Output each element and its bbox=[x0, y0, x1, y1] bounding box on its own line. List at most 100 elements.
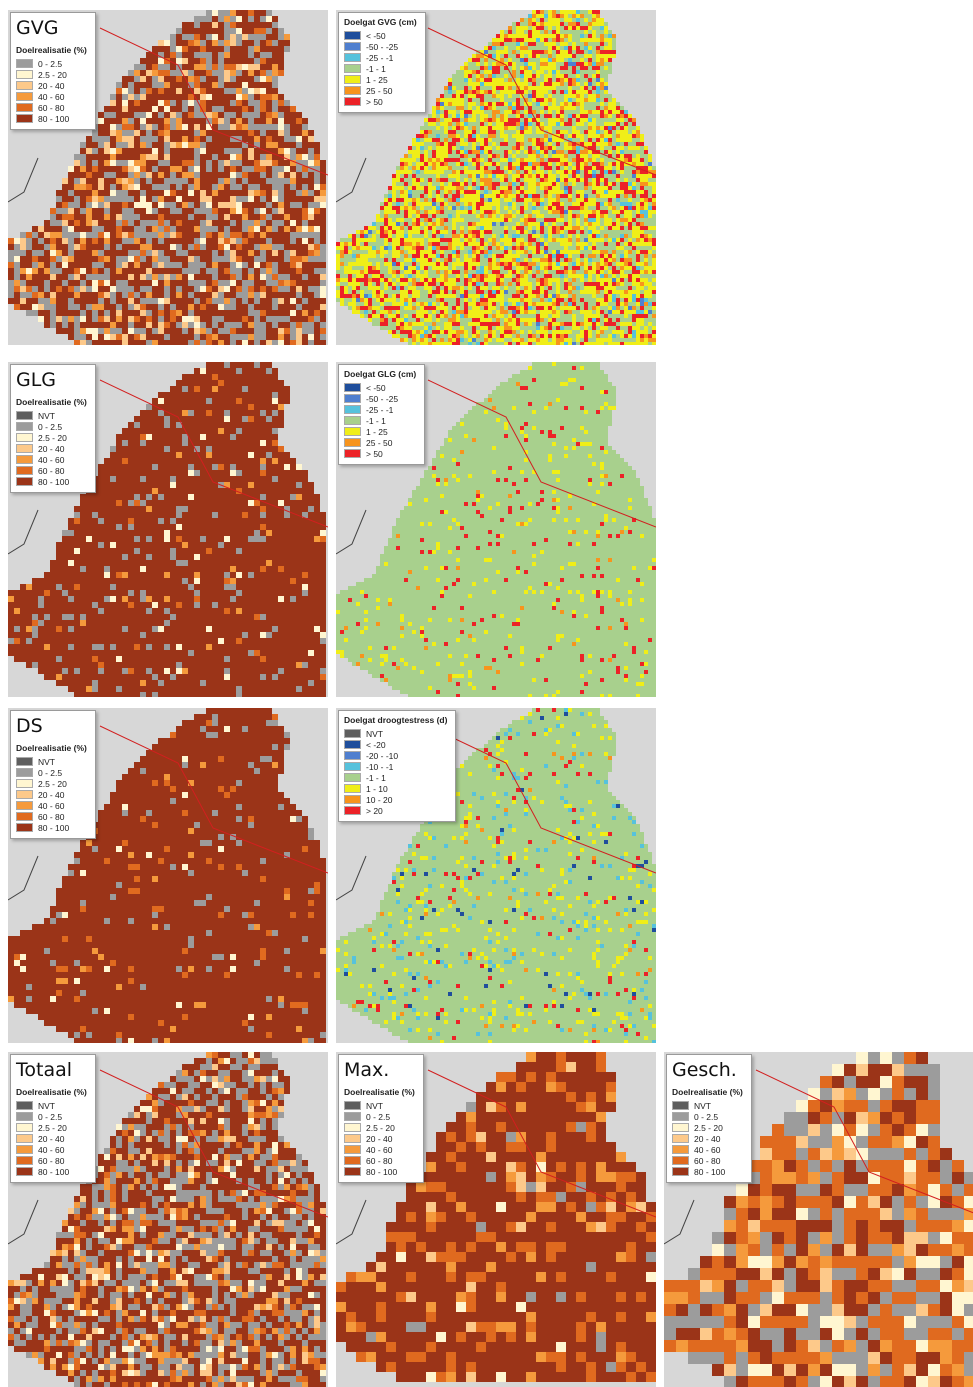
map-cell bbox=[528, 146, 532, 150]
map-cell bbox=[416, 166, 420, 170]
map-cell bbox=[520, 182, 524, 186]
map-cell bbox=[604, 206, 608, 210]
map-cell bbox=[218, 82, 224, 88]
map-cell bbox=[290, 142, 296, 148]
map-cell bbox=[532, 14, 536, 18]
map-cell bbox=[146, 52, 152, 58]
map-cell bbox=[134, 340, 140, 345]
map-cell bbox=[568, 98, 572, 102]
map-cell bbox=[86, 310, 92, 316]
map-cell bbox=[224, 130, 230, 136]
map-cell bbox=[652, 166, 656, 170]
map-cell bbox=[568, 22, 572, 26]
map-cell bbox=[600, 30, 604, 34]
map-cell bbox=[200, 64, 206, 70]
map-cell bbox=[400, 198, 404, 202]
map-cell bbox=[290, 322, 296, 328]
map-cell bbox=[476, 226, 480, 230]
map-cell bbox=[432, 206, 436, 210]
map-cell bbox=[464, 122, 468, 126]
map-cell bbox=[296, 184, 302, 190]
map-cell bbox=[504, 34, 508, 38]
map-cell bbox=[170, 52, 176, 58]
map-cell bbox=[236, 316, 242, 322]
map-cell bbox=[524, 150, 528, 154]
map-cell bbox=[38, 316, 44, 322]
map-cell bbox=[612, 142, 616, 146]
map-cell bbox=[432, 118, 436, 122]
map-cell bbox=[140, 280, 146, 286]
map-cell bbox=[488, 182, 492, 186]
map-cell bbox=[134, 322, 140, 328]
map-cell bbox=[182, 304, 188, 310]
map-cell bbox=[564, 134, 568, 138]
map-cell bbox=[476, 138, 480, 142]
map-cell bbox=[296, 274, 302, 280]
map-cell bbox=[302, 178, 308, 184]
map-cell bbox=[572, 186, 576, 190]
map-cell bbox=[424, 214, 428, 218]
map-cell bbox=[572, 218, 576, 222]
map-cell bbox=[624, 150, 628, 154]
map-cell bbox=[194, 238, 200, 244]
map-cell bbox=[548, 142, 552, 146]
map-cell bbox=[260, 238, 266, 244]
map-cell bbox=[488, 222, 492, 226]
map-cell bbox=[50, 214, 56, 220]
map-cell bbox=[266, 16, 272, 22]
map-cell bbox=[596, 14, 600, 18]
map-cell bbox=[500, 226, 504, 230]
map-cell bbox=[128, 286, 134, 292]
map-cell bbox=[200, 148, 206, 154]
map-cell bbox=[508, 42, 512, 46]
map-cell bbox=[504, 50, 508, 54]
map-cell bbox=[200, 130, 206, 136]
map-cell bbox=[556, 86, 560, 90]
map-cell bbox=[568, 46, 572, 50]
map-cell bbox=[290, 286, 296, 292]
map-cell bbox=[576, 50, 580, 54]
map-cell bbox=[452, 86, 456, 90]
map-cell bbox=[560, 150, 564, 154]
map-cell bbox=[170, 280, 176, 286]
map-cell bbox=[176, 280, 182, 286]
map-cell bbox=[236, 310, 242, 316]
map-cell bbox=[248, 184, 254, 190]
map-cell bbox=[388, 202, 392, 206]
map-cell bbox=[416, 146, 420, 150]
map-cell bbox=[596, 146, 600, 150]
map-cell bbox=[420, 146, 424, 150]
map-cell bbox=[576, 186, 580, 190]
map-cell bbox=[254, 226, 260, 232]
map-cell bbox=[584, 58, 588, 62]
map-cell bbox=[488, 190, 492, 194]
map-cell bbox=[612, 54, 616, 58]
map-cell bbox=[472, 74, 476, 78]
map-cell bbox=[568, 194, 572, 198]
map-cell bbox=[588, 34, 592, 38]
map-cell bbox=[516, 138, 520, 142]
map-cell bbox=[152, 100, 158, 106]
map-cell bbox=[456, 102, 460, 106]
map-cell bbox=[260, 106, 266, 112]
map-cell bbox=[194, 328, 200, 334]
map-cell bbox=[320, 184, 326, 190]
map-cell bbox=[592, 34, 596, 38]
map-cell bbox=[296, 310, 302, 316]
map-cell bbox=[508, 134, 512, 138]
map-cell bbox=[290, 202, 296, 208]
map-cell bbox=[504, 202, 508, 206]
map-cell bbox=[266, 46, 272, 52]
map-cell bbox=[472, 222, 476, 226]
map-cell bbox=[604, 134, 608, 138]
map-cell bbox=[224, 268, 230, 274]
map-cell bbox=[440, 230, 444, 234]
map-cell bbox=[158, 220, 164, 226]
map-cell bbox=[284, 244, 290, 250]
map-cell bbox=[248, 136, 254, 142]
map-cell bbox=[600, 94, 604, 98]
map-cell bbox=[496, 174, 500, 178]
map-cell bbox=[584, 42, 588, 46]
map-cell bbox=[164, 340, 170, 345]
map-cell bbox=[44, 280, 50, 286]
